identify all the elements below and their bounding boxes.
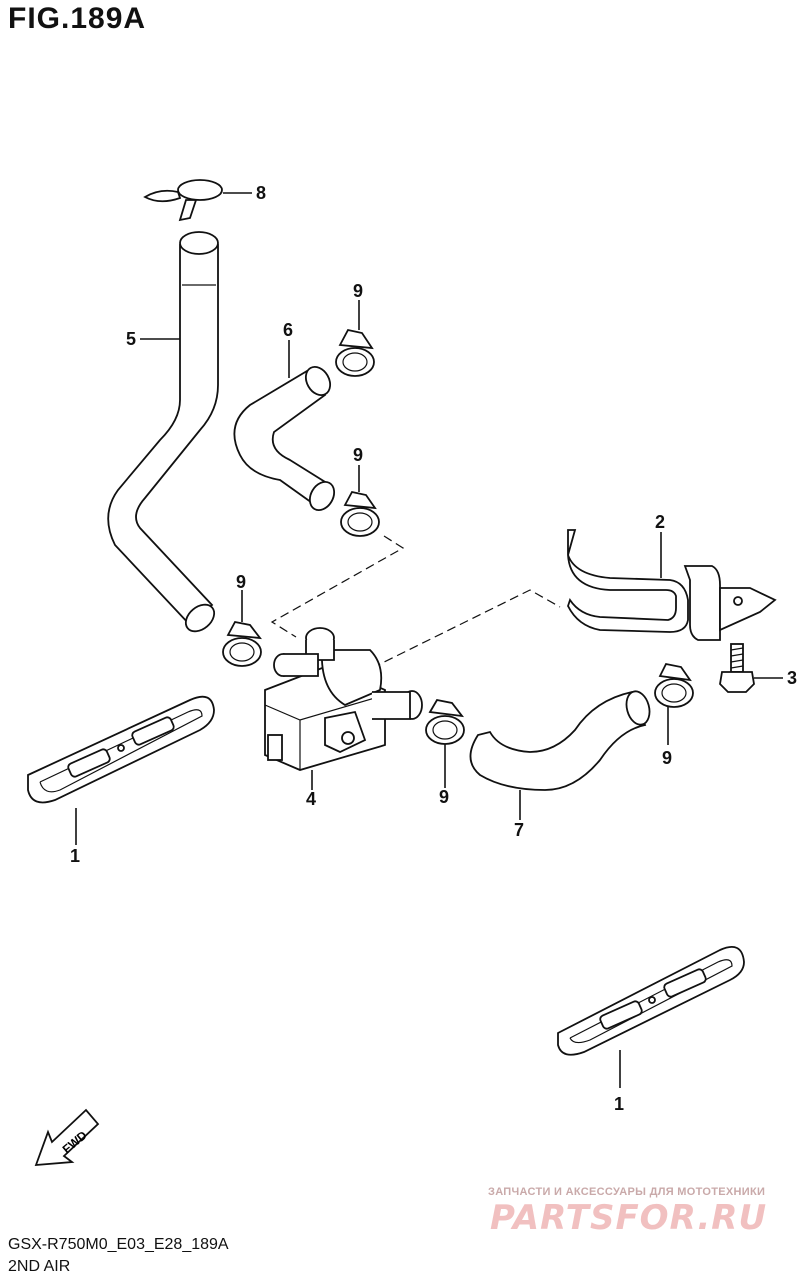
- part-6-hose[interactable]: [233, 363, 339, 515]
- callout-9d: 9: [439, 787, 449, 807]
- part-2-pipe[interactable]: [567, 529, 777, 641]
- part-9-clamp-d[interactable]: [425, 698, 465, 745]
- callout-2: 2: [655, 512, 665, 532]
- part-3-bolt[interactable]: [719, 643, 755, 693]
- callout-9a: 9: [353, 281, 363, 301]
- part-9-clamp-c[interactable]: [222, 620, 262, 667]
- watermark-tagline: ЗАПЧАСТИ И АКСЕССУАРЫ ДЛЯ МОТОТЕХНИКИ: [488, 1186, 766, 1198]
- part-1-cover-b[interactable]: [557, 946, 745, 1056]
- connection-line-upper: [270, 535, 405, 638]
- part-1-cover-a[interactable]: [27, 695, 215, 804]
- part-7-hose[interactable]: [469, 689, 653, 791]
- callout-3: 3: [787, 668, 797, 688]
- callout-1a: 1: [70, 846, 80, 866]
- callout-1b: 1: [614, 1094, 624, 1114]
- callout-7: 7: [514, 820, 524, 840]
- part-9-clamp-a[interactable]: [335, 328, 375, 377]
- diagram-code: GSX-R750M0_E03_E28_189A: [8, 1236, 229, 1253]
- part-4-valve[interactable]: [264, 627, 423, 771]
- watermark-logo: PARTSFOR.RU: [490, 1198, 768, 1238]
- part-8-clamp[interactable]: [143, 179, 223, 222]
- part-9-clamp-e[interactable]: [654, 662, 694, 708]
- callout-9e: 9: [662, 748, 672, 768]
- diagram-caption: 2ND AIR: [8, 1258, 71, 1275]
- part-9-clamp-b[interactable]: [340, 490, 380, 537]
- callout-9c: 9: [236, 572, 246, 592]
- fwd-arrow-icon: FWD: [34, 1108, 100, 1167]
- callout-4: 4: [306, 789, 316, 809]
- callout-8: 8: [256, 183, 266, 203]
- figure-title: FIG.189A: [8, 2, 147, 35]
- connection-line-right: [371, 589, 561, 669]
- part-5-hose[interactable]: [107, 231, 219, 637]
- callout-5: 5: [126, 329, 136, 349]
- callout-9b: 9: [353, 445, 363, 465]
- callout-6: 6: [283, 320, 293, 340]
